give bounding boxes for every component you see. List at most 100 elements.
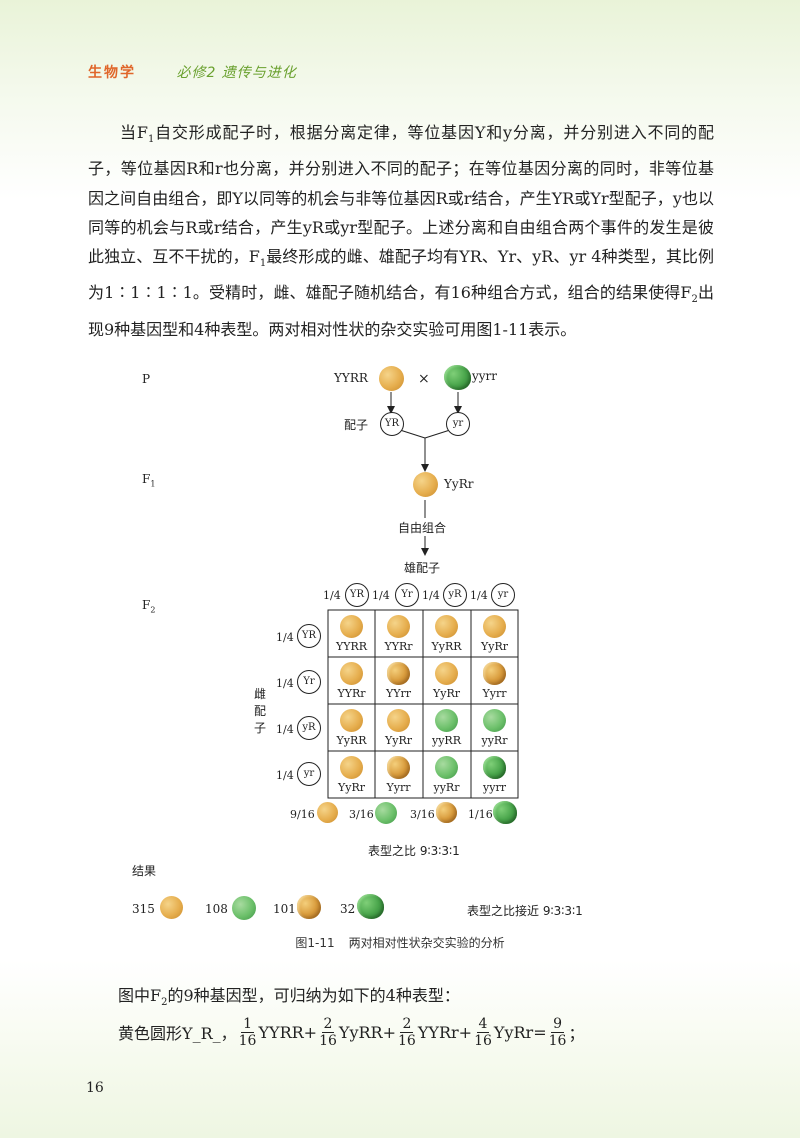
result-count-green-round: 108 [205, 902, 228, 916]
para-text: 出现9种基因型和4种表型。两对相对性状的杂交实验可用图1-11表示。 [88, 283, 714, 339]
ratio-1-16: 1/16 [468, 808, 493, 821]
phenotype-ratio-text: 表型之比 9∶3∶3∶1 [368, 844, 460, 858]
operator: + [303, 1022, 318, 1042]
yellow-round-pea [483, 615, 506, 638]
ratio-3-16: 3/16 [349, 808, 374, 821]
punnett-genotype: YyRR [336, 734, 367, 747]
female-gamete-yR: yR [297, 716, 321, 740]
yellow-round-pea [340, 662, 363, 685]
punnett-genotype: YyRR [431, 640, 462, 653]
yellow-wrinkled-pea [436, 802, 457, 823]
operator: + [382, 1022, 397, 1042]
yellow-round-pea [340, 709, 363, 732]
f1-yellow-round-pea [413, 472, 438, 497]
para-sub: 1 [147, 134, 155, 146]
punnett-genotype: yyRr [481, 734, 508, 747]
punnett-genotype: YYRr [337, 687, 366, 700]
numerator: 4 [476, 1015, 490, 1033]
para-text: 当F [120, 123, 148, 142]
gen-f2-sub: 2 [150, 605, 156, 615]
male-gamete-Yr: Yr [395, 583, 419, 607]
gen-f1-label: F1 [142, 472, 155, 488]
numerator: 9 [551, 1015, 564, 1033]
gen-p-label: P [142, 372, 151, 386]
punnett-genotype: yyRR [432, 734, 461, 747]
yellow-round-pea [435, 662, 458, 685]
yellow-wrinkled-pea [387, 756, 410, 779]
green-wrinkled-pea [357, 894, 384, 919]
green-wrinkled-pea [444, 365, 471, 390]
denominator: 16 [238, 1032, 257, 1049]
para-sub: 1 [259, 258, 267, 270]
free-combination-label: 自由组合 [398, 521, 447, 535]
female-gamete-label: 雌配子 [254, 687, 267, 735]
gen-f2-label: F2 [142, 598, 155, 614]
yellow-round-pea [317, 802, 338, 823]
result-label: 结果 [132, 864, 157, 878]
numerator: 2 [400, 1015, 414, 1033]
gamete-fraction: 1/4 [470, 589, 488, 602]
parent1-genotype: YYRR [334, 371, 368, 385]
gamete-fraction: 1/4 [276, 631, 294, 644]
caption-number: 图1-11 [295, 936, 335, 950]
female-gamete-YR: YR [297, 624, 321, 648]
running-header: 生物学 必修2 遗传与进化 [88, 62, 297, 82]
gamete-fraction: 1/4 [276, 677, 294, 690]
operator: + [458, 1022, 473, 1042]
para-text: 最终形成的雌、雄配子均有YR、Yr、yR、yr 4种类型，其比例为1∶1∶1∶1… [88, 247, 714, 303]
caption-text: 两对相对性状杂交实验的分析 [348, 936, 505, 950]
punnett-genotype: YyRr [432, 687, 461, 700]
figure-1-11: P F1 F2 YYRR × yyrr 配子 YR yr YyRr 自由组合 雄… [0, 360, 800, 960]
equation-label: 黄色圆形Y_R_， [118, 1024, 237, 1043]
female-gamete-yr: yr [297, 762, 321, 786]
punnett-genotype: YYrr [385, 687, 412, 700]
yellow-round-pea [340, 756, 363, 779]
summary-text: 的9种基因型，可归纳为如下的4种表型： [167, 986, 460, 1005]
punnett-genotype: YyRr [337, 781, 366, 794]
female-gamete-Yr: Yr [297, 670, 321, 694]
denominator: 16 [398, 1032, 416, 1049]
result-count-yellow-round: 315 [132, 902, 155, 916]
result-count-green-wrinkled: 32 [340, 902, 356, 916]
yellow-wrinkled-pea [297, 895, 321, 919]
gen-f1-sub: 1 [150, 479, 156, 489]
gamete-fraction: 1/4 [422, 589, 440, 602]
yellow-wrinkled-pea [387, 662, 410, 685]
gen-f2-text: F [142, 598, 151, 612]
punnett-genotype: Yyrr [482, 687, 507, 700]
page-number: 16 [86, 1080, 104, 1096]
green-round-pea [435, 709, 458, 732]
figure-caption: 图1-11 两对相对性状杂交实验的分析 [0, 934, 800, 951]
genotype: YyRr [493, 1022, 534, 1042]
punnett-genotype: yyRr [433, 781, 460, 794]
green-round-pea [375, 802, 397, 824]
merge-line [424, 429, 451, 439]
summary-line: 图中F2的9种基因型，可归纳为如下的4种表型： [118, 982, 460, 1008]
merge-line [399, 429, 426, 439]
yellow-round-pea [160, 896, 183, 919]
green-wrinkled-pea [493, 801, 517, 824]
genotype: YYRR [258, 1022, 304, 1042]
body-paragraph: 当F1自交形成配子时，根据分离定律，等位基因Y和y分离，并分别进入不同的配子，等… [88, 118, 714, 344]
denominator: 16 [319, 1032, 337, 1049]
yellow-round-pea [379, 366, 404, 391]
green-round-pea [435, 756, 458, 779]
ratio-9-16: 9/16 [290, 808, 315, 821]
result-count-yellow-wrinkled: 101 [273, 902, 296, 916]
numerator: 2 [321, 1015, 335, 1033]
genotype: YYRr [417, 1022, 459, 1042]
gamete-fraction: 1/4 [323, 589, 341, 602]
male-gamete-yr: yr [491, 583, 515, 607]
gamete-fraction: 1/4 [276, 723, 294, 736]
summary-sub: 2 [161, 997, 168, 1009]
figure-lines [327, 392, 519, 799]
result-ratio-text: 表型之比接近 9∶3∶3∶1 [467, 904, 583, 918]
yellow-round-pea [387, 615, 410, 638]
gamete-label: 配子 [344, 418, 369, 432]
